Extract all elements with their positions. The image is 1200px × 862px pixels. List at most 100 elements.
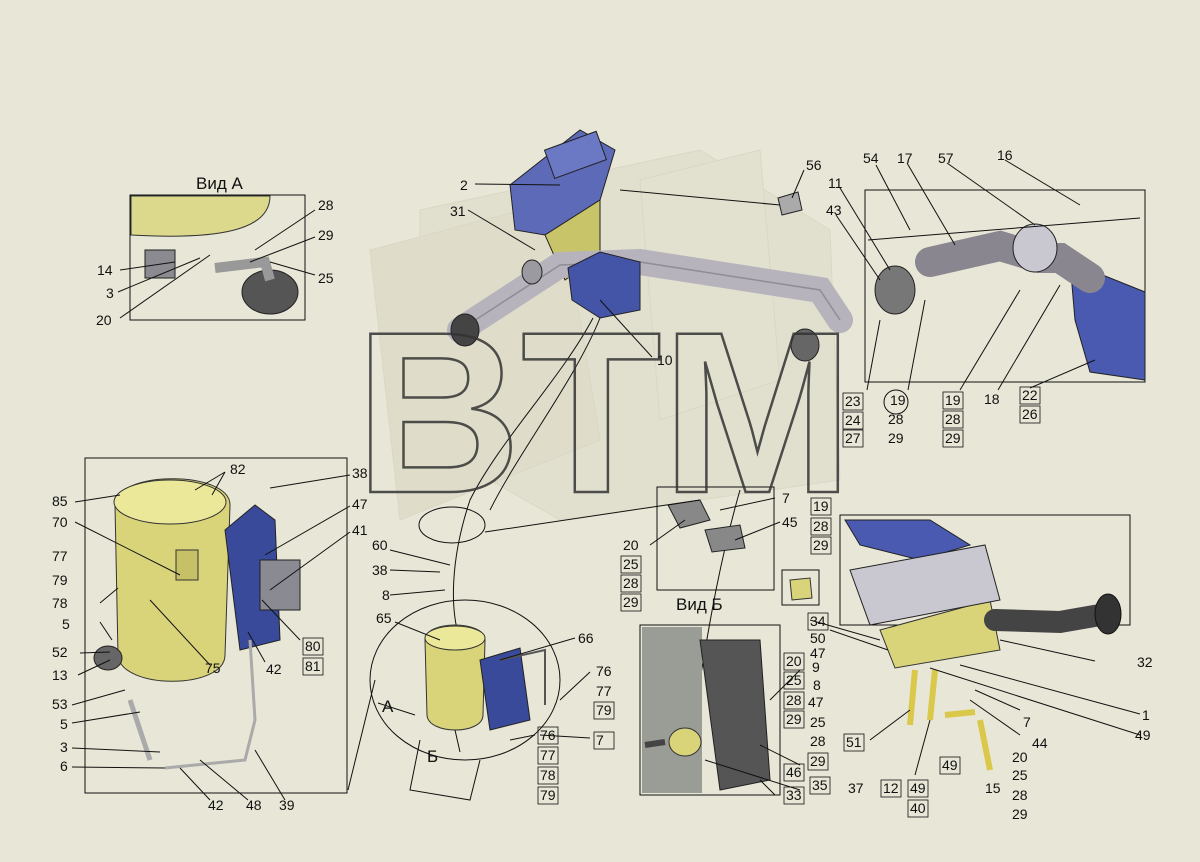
callout-39: 39	[279, 797, 295, 813]
callout-33: 33	[786, 787, 802, 803]
callout-49: 49	[910, 780, 926, 796]
callout-11: 11	[828, 175, 843, 191]
center-heater-circle	[369, 506, 561, 761]
watermark: BTM	[355, 284, 853, 541]
callout-78: 78	[540, 767, 556, 783]
callout-31: 31	[450, 203, 466, 219]
callout-box	[809, 776, 831, 795]
callout-13: 13	[52, 667, 68, 683]
callout-box	[783, 652, 805, 671]
callout-28: 28	[810, 733, 826, 749]
air-duct-assembly	[447, 129, 853, 362]
callout-42: 42	[208, 797, 224, 813]
callout-25: 25	[786, 672, 802, 688]
callout-38: 38	[352, 465, 368, 481]
callout-box	[783, 671, 805, 690]
callout-15: 15	[985, 780, 1001, 796]
callout-82: 82	[230, 461, 246, 477]
callout-10: 10	[657, 352, 673, 368]
callout-40: 40	[910, 800, 926, 816]
callout-24: 24	[845, 412, 861, 428]
callout-60: 60	[372, 537, 388, 553]
callout-6: 6	[60, 758, 68, 774]
callout-77: 77	[52, 548, 68, 564]
callout-3: 3	[106, 285, 114, 301]
callout-8: 8	[813, 677, 821, 693]
view-b-frame	[656, 486, 775, 591]
callout-box	[783, 763, 805, 782]
callout-box	[537, 766, 559, 785]
callout-25: 25	[810, 714, 826, 730]
callout-76: 76	[596, 663, 612, 679]
callout-85: 85	[52, 493, 68, 509]
callout-box	[593, 701, 615, 720]
callout-box	[537, 746, 559, 765]
heater-detail-frame-right	[839, 514, 1131, 771]
callout-42: 42	[266, 661, 282, 677]
callout-box	[1019, 386, 1041, 405]
callout-28: 28	[623, 575, 639, 591]
callout-29: 29	[786, 711, 802, 727]
callout-28: 28	[1012, 787, 1028, 803]
callout-9: 9	[812, 659, 820, 675]
callout-77: 77	[596, 683, 612, 699]
callout-box	[810, 517, 832, 536]
callout-28: 28	[786, 692, 802, 708]
callout-47: 47	[808, 694, 824, 710]
callout-box	[842, 429, 864, 448]
view-b-title: Вид Б	[676, 595, 723, 614]
callout-57: 57	[938, 150, 954, 166]
callout-box	[302, 637, 324, 656]
callout-box	[907, 779, 929, 798]
callout-28: 28	[813, 518, 829, 534]
arrow-b-label: Б	[427, 747, 438, 766]
callout-5: 5	[60, 716, 68, 732]
callout-37: 37	[848, 780, 864, 796]
callout-box	[620, 555, 642, 574]
callout-81: 81	[305, 658, 321, 674]
callout-7: 7	[1023, 714, 1031, 730]
callout-5: 5	[62, 616, 70, 632]
callout-7: 7	[782, 490, 790, 506]
callout-box	[807, 752, 829, 771]
callout-49: 49	[942, 757, 958, 773]
callout-78: 78	[52, 595, 68, 611]
callout-2: 2	[460, 177, 468, 193]
bracket-frame-19	[781, 569, 820, 606]
callout-8: 8	[382, 587, 390, 603]
callout-20: 20	[1012, 749, 1028, 765]
callout-75: 75	[205, 660, 221, 676]
callout-28: 28	[945, 411, 961, 427]
callout-19: 19	[813, 498, 829, 514]
callout-44: 44	[1032, 735, 1048, 751]
callout-29: 29	[623, 594, 639, 610]
callout-49: 49	[1135, 727, 1151, 743]
leader-lines	[71, 159, 1141, 801]
callout-19: 19	[945, 392, 961, 408]
circled-callout	[883, 389, 909, 415]
callout-29: 29	[1012, 806, 1028, 822]
callout-48: 48	[246, 797, 262, 813]
callout-54: 54	[863, 150, 879, 166]
callout-52: 52	[52, 644, 68, 660]
callout-25: 25	[1012, 767, 1028, 783]
callout-box	[939, 756, 961, 775]
callout-29: 29	[810, 753, 826, 769]
callout-79: 79	[540, 787, 556, 803]
heater-detail-frame	[84, 457, 348, 794]
callout-79: 79	[52, 572, 68, 588]
callout-22: 22	[1022, 387, 1038, 403]
callout-box	[942, 410, 964, 429]
callout-box	[942, 391, 964, 410]
callout-16: 16	[997, 147, 1013, 163]
callout-66: 66	[578, 630, 594, 646]
callout-35: 35	[812, 777, 828, 793]
callout-53: 53	[52, 696, 68, 712]
callout-box	[302, 657, 324, 676]
callout-29: 29	[888, 430, 904, 446]
callout-17: 17	[897, 150, 913, 166]
callout-box	[620, 593, 642, 612]
callout-box	[620, 574, 642, 593]
